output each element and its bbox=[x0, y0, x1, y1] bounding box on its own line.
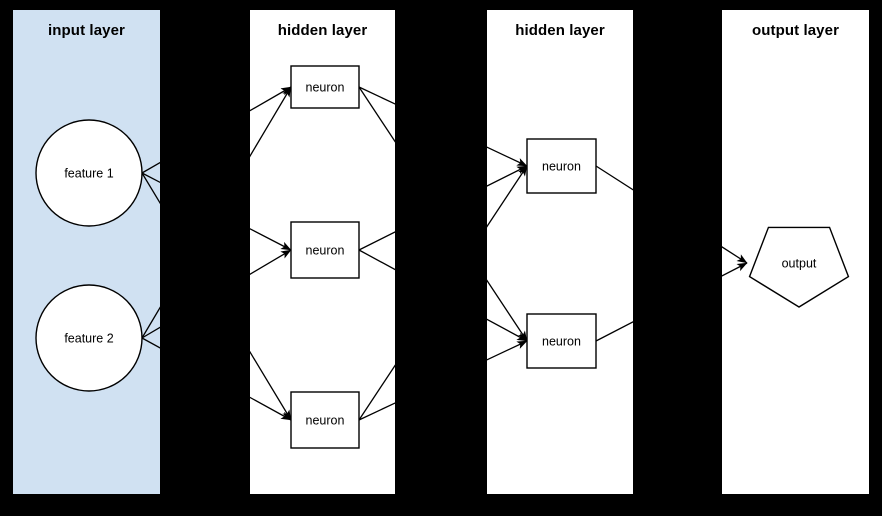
layer-panel-hidden-1: hidden layer neuron neuron neuron bbox=[250, 10, 395, 494]
hidden-layer-2-graphics: neuron neuron bbox=[487, 138, 633, 369]
layer-panel-output: output layer output bbox=[722, 10, 869, 494]
layer-nodes: output bbox=[748, 226, 850, 308]
layer-panel-hidden-2: hidden layer neuron neuron bbox=[487, 10, 633, 494]
connection-line bbox=[250, 350, 292, 421]
connection-line bbox=[141, 172, 160, 205]
node-label: neuron bbox=[306, 414, 345, 428]
neuron-node bbox=[290, 65, 360, 109]
node-label: neuron bbox=[542, 160, 581, 174]
connection-line bbox=[487, 279, 528, 342]
connection-line bbox=[487, 318, 528, 342]
connection-line bbox=[250, 86, 292, 112]
output-layer-graphics: output bbox=[722, 226, 850, 308]
node-label: neuron bbox=[306, 244, 345, 258]
connection-line bbox=[487, 340, 528, 361]
layer-title-input: input layer bbox=[48, 22, 125, 39]
neuron-node bbox=[526, 313, 597, 369]
connection-line bbox=[487, 146, 528, 167]
feature-node bbox=[35, 119, 143, 227]
connection-line bbox=[358, 249, 395, 271]
neuron-node bbox=[526, 138, 597, 194]
connection-line bbox=[250, 228, 292, 251]
connection-line bbox=[141, 161, 160, 174]
layer-nodes: neuron neuron bbox=[526, 138, 597, 369]
connection-edges bbox=[487, 146, 633, 361]
connection-line bbox=[358, 86, 395, 143]
layer-title-output: output layer bbox=[751, 22, 840, 39]
feature-node bbox=[35, 284, 143, 392]
layer-title-hidden-1: hidden layer bbox=[277, 22, 368, 39]
layer-nodes: feature 1 feature 2 bbox=[35, 119, 143, 392]
connection-line bbox=[722, 262, 748, 277]
connection-line bbox=[487, 165, 528, 187]
layer-panel-input: input layer feature 1 feature 2 bbox=[13, 10, 160, 494]
connection-line bbox=[141, 326, 160, 339]
neuron-node bbox=[290, 221, 360, 279]
node-label: feature 1 bbox=[64, 167, 113, 181]
connection-line bbox=[250, 396, 292, 421]
layer-title-hidden-2: hidden layer bbox=[515, 22, 605, 39]
connection-line bbox=[358, 402, 395, 421]
node-label: feature 2 bbox=[64, 332, 113, 346]
connection-line bbox=[358, 364, 395, 421]
connection-line bbox=[487, 165, 528, 228]
node-label: output bbox=[782, 257, 817, 271]
connection-line bbox=[358, 86, 395, 105]
connection-line bbox=[141, 337, 160, 349]
connection-edges bbox=[250, 86, 395, 421]
input-layer-graphics: feature 1 feature 2 bbox=[35, 119, 160, 392]
hidden-layer-1-graphics: neuron neuron neuron bbox=[250, 65, 395, 449]
neuron-node bbox=[290, 391, 360, 449]
connection-edges bbox=[141, 161, 160, 349]
connection-line bbox=[250, 86, 292, 158]
connection-line bbox=[141, 306, 160, 339]
connection-edges bbox=[722, 246, 748, 277]
node-label: neuron bbox=[306, 81, 345, 95]
connection-line bbox=[358, 231, 395, 251]
output-node bbox=[748, 226, 850, 308]
connection-line bbox=[141, 172, 160, 184]
connection-line bbox=[250, 249, 292, 275]
connection-line bbox=[595, 321, 633, 342]
layer-nodes: neuron neuron neuron bbox=[290, 65, 360, 449]
node-label: neuron bbox=[542, 335, 581, 349]
connection-line bbox=[595, 165, 633, 191]
connection-line bbox=[722, 246, 748, 264]
